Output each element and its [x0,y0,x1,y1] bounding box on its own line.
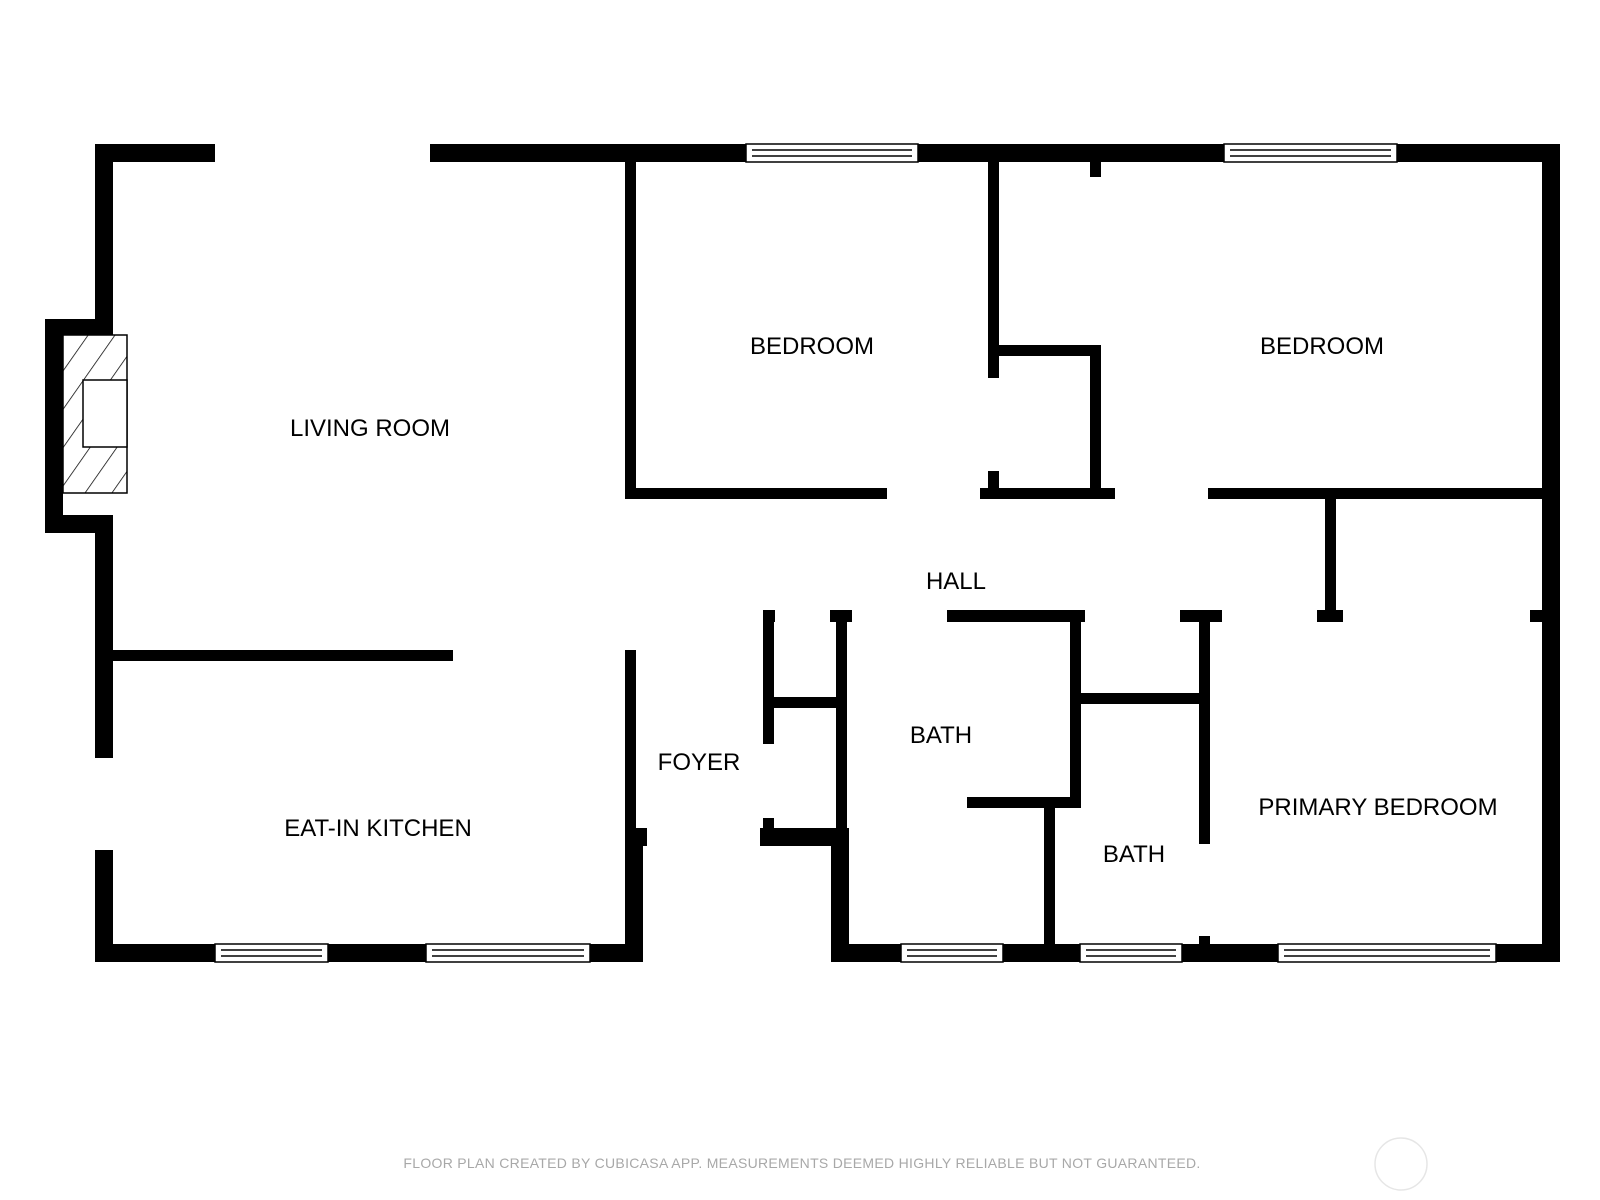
wall-left-middle [95,515,113,758]
wall-bedroom1-right-low [988,471,999,499]
window-bath-1 [900,943,1004,963]
wall-foyer-closet-mid [763,697,841,708]
wall-bath1-right-upper [1070,610,1081,808]
window-top-bedroom-1 [745,143,919,163]
wall-foyer-left-interior [625,650,636,828]
wall-hall-closet-stub-right [1530,610,1560,622]
wall-closet-right-upper [1090,162,1101,177]
window-primary-bedroom [1277,943,1497,963]
wall-bottom-right-4 [1496,944,1560,962]
wall-foyer-stub-left [625,828,647,846]
wall-left-upper [95,144,113,319]
label-foyer: FOYER [658,749,741,776]
wall-hall-closet-stub [1317,610,1343,622]
footer-disclaimer: FLOOR PLAN CREATED BY CUBICASA APP. MEAS… [403,1155,1200,1171]
wall-closet-top [988,345,1095,356]
label-bath-1: BATH [910,722,972,749]
wall-right [1542,144,1560,962]
wall-bottom-right-3 [1182,944,1278,962]
fireplace-icon [62,334,128,494]
wall-top-4 [1397,144,1560,162]
window-top-bedroom-2 [1223,143,1398,163]
wall-foyer-left [625,828,643,962]
wall-bedroom2-bottom [1208,488,1560,499]
wall-left-lower [95,850,113,962]
window-bath-2 [1079,943,1183,963]
label-bedroom-1: BEDROOM [750,333,874,360]
interior-walls [113,162,1560,944]
wall-bottom-right-2 [1003,944,1080,962]
wall-bath2-top-inner [1081,693,1201,704]
wall-bedroom1-bottom [625,488,887,499]
wall-foyer-closet-right [836,610,847,838]
wall-bump-bottom [45,515,113,533]
wall-top-3 [918,144,1224,162]
wall-top-2 [430,144,746,162]
wall-bedroom1-left [625,162,636,499]
wall-bump-left [45,319,63,533]
wall-bottom-left-2 [328,944,426,962]
wall-foyer-closet-left-lower [763,818,774,846]
label-living-room: LIVING ROOM [290,415,450,442]
windows [214,143,1497,963]
window-kitchen-2 [425,943,591,963]
wall-bath2-right-low [1199,936,1210,944]
wall-closet-bottom [980,488,1115,499]
wall-foyer-stub-right [760,828,849,846]
wall-foyer-right [831,828,849,962]
wall-bath1-top [947,610,1085,622]
wall-bath1-shelf [967,797,1081,808]
wall-top-1 [95,144,215,162]
label-eat-in-kitchen: EAT-IN KITCHEN [284,815,472,842]
wall-bedroom1-right [988,162,999,378]
label-bedroom-2: BEDROOM [1260,333,1384,360]
window-kitchen-1 [214,943,329,963]
cubicasa-logo-icon [1374,1137,1428,1191]
wall-bath2-right [1199,610,1210,844]
wall-closet-right [1090,345,1101,499]
wall-hall-closet-left [1325,499,1336,622]
wall-living-kitchen [113,650,453,661]
wall-foyer-closet-left-upper [763,610,774,744]
exterior-walls [45,144,1560,962]
wall-bottom-left-1 [95,944,215,962]
label-primary-bedroom: PRIMARY BEDROOM [1258,794,1497,821]
label-hall: HALL [926,568,986,595]
label-bath-2: BATH [1103,841,1165,868]
wall-bath-divider [1044,808,1055,944]
